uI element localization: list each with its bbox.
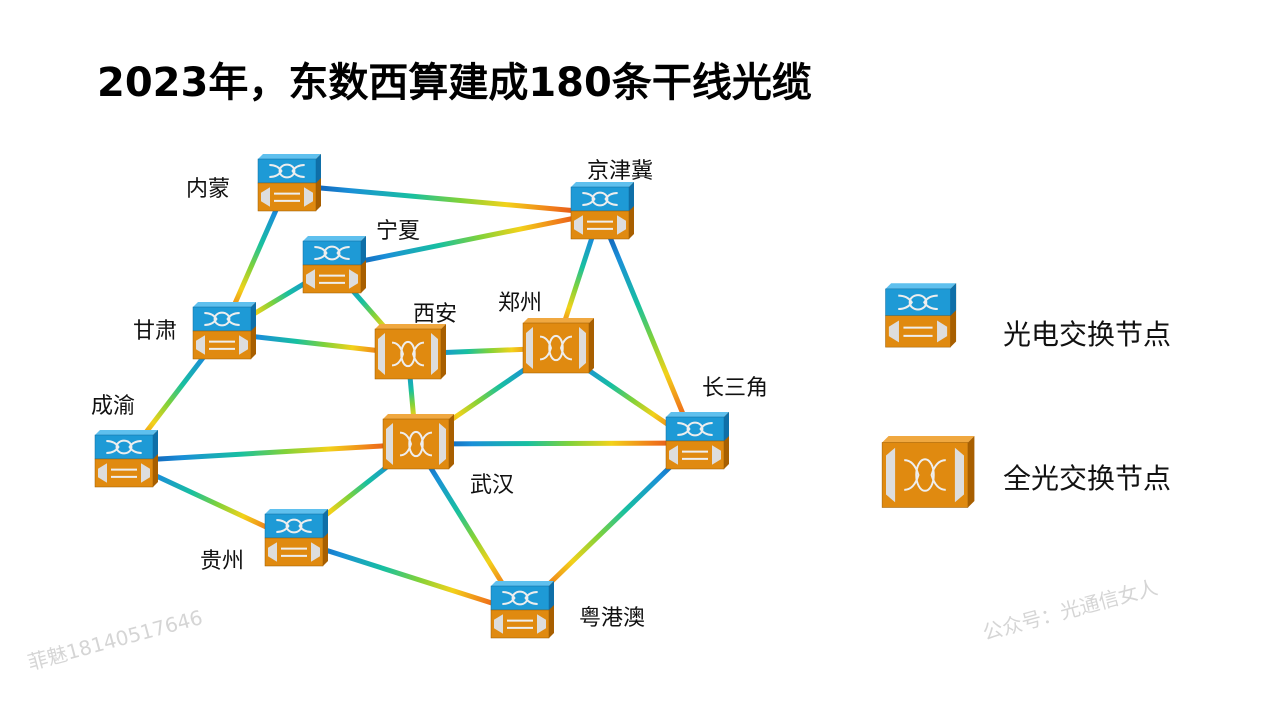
node-label-changsanjiao: 长三角 (702, 376, 768, 401)
node-wuhan[interactable] (382, 414, 454, 470)
link-neimeng-jingjinji (286, 182, 601, 216)
node-label-yuegangao: 粤港澳 (579, 606, 645, 631)
node-label-ningxia: 宁夏 (376, 219, 420, 244)
node-ningxia[interactable] (302, 236, 366, 294)
node-changsanjiao[interactable] (665, 412, 729, 470)
link-ningxia-jingjinji (331, 210, 601, 270)
node-label-jingjinji: 京津冀 (587, 159, 653, 184)
node-label-gansu: 甘肃 (133, 319, 177, 344)
node-gansu[interactable] (192, 302, 256, 360)
node-label-guizhou: 贵州 (200, 549, 244, 574)
node-guizhou[interactable] (264, 509, 328, 567)
node-xian[interactable] (374, 324, 446, 380)
page-title: 2023年，东数西算建成180条干线光缆 (97, 60, 812, 106)
node-jingjinji[interactable] (570, 182, 634, 240)
link-jingjinji-changsanjiao (597, 212, 698, 444)
node-neimeng[interactable] (257, 154, 321, 212)
node-chengyu[interactable] (94, 430, 158, 488)
node-yuegangao[interactable] (490, 581, 554, 639)
watermark-text: 公众号：光通信女人 (980, 575, 1160, 645)
link-chengyu-wuhan (123, 441, 417, 464)
node-label-neimeng: 内蒙 (186, 177, 230, 202)
legend-oe-node-icon (885, 283, 957, 348)
node-label-zhengzhou: 郑州 (498, 291, 542, 316)
node-label-chengyu: 成渝 (91, 394, 135, 419)
link-wuhan-changsanjiao (415, 440, 696, 447)
legend-ao-node-icon (881, 436, 975, 508)
watermark-text: 菲魅18140517646 (25, 605, 205, 675)
legend-ao-label: 全光交换节点 (1003, 462, 1171, 495)
node-label-xian: 西安 (413, 302, 457, 327)
link-guizhou-yuegangao (293, 537, 521, 615)
node-label-wuhan: 武汉 (470, 473, 514, 498)
legend-oe-label: 光电交换节点 (1003, 318, 1171, 351)
node-zhengzhou[interactable] (522, 318, 594, 374)
